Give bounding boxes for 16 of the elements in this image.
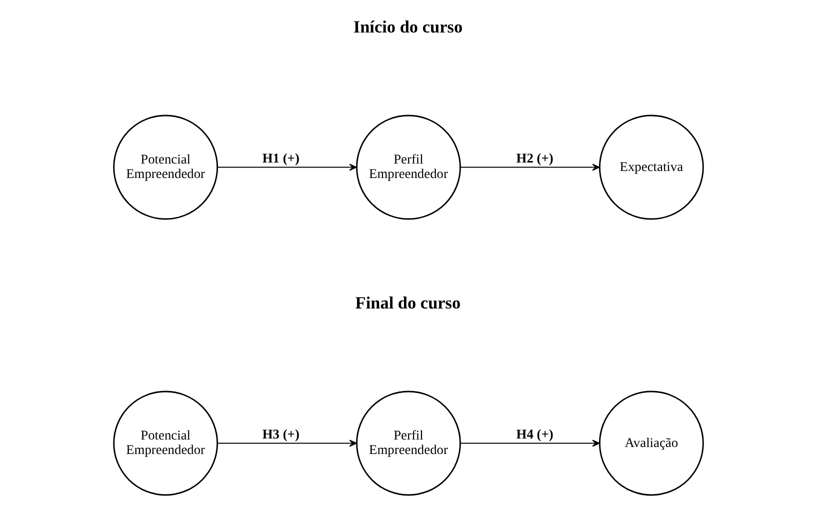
edge-label: H2 (+) [516, 150, 553, 166]
node-circle: Potencial Empreendedor [112, 114, 218, 220]
node-circle: Avaliação [598, 390, 704, 496]
label: Início do curso [352, 18, 462, 37]
edge-label: H1 (+) [262, 150, 299, 166]
node-circle: Potencial Empreendedor [112, 390, 218, 496]
edge-label: H3 (+) [262, 426, 299, 442]
arrow [216, 164, 356, 171]
node-circle: Expectativa [598, 114, 704, 220]
node-circle: Perfil Empreendedor [356, 390, 460, 496]
edge-label: H4 (+) [516, 426, 553, 442]
node-circle: Perfil Empreendedor [356, 114, 460, 220]
label: Final do curso [354, 294, 460, 313]
arrow [459, 164, 600, 171]
arrow [459, 440, 600, 447]
arrow [216, 440, 356, 447]
